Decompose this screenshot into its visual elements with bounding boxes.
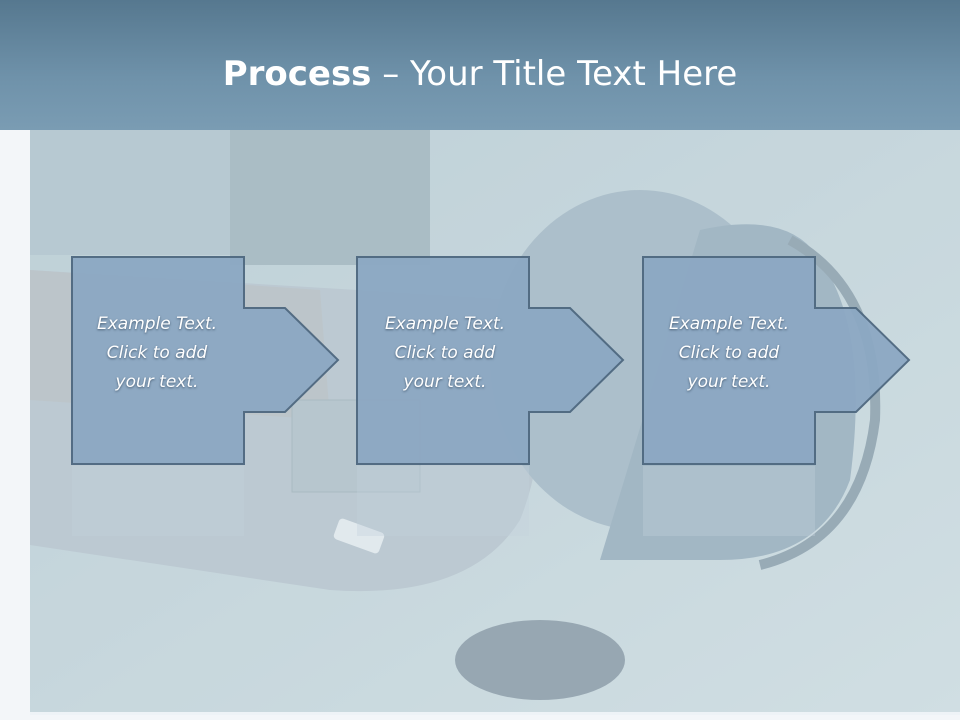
slide-title[interactable]: Process – Your Title Text Here [0,52,960,96]
step-2-line1: Example Text. [384,314,506,334]
step-3-line3: your text. [687,372,771,392]
step-1-line3: your text. [115,372,199,392]
step-3-line2: Click to add [678,343,780,363]
title-strong: Process [222,54,372,94]
step-2-shape[interactable] [356,256,625,465]
step-3-text[interactable]: Example Text. Click to add your text. [644,310,814,397]
header-band [0,0,960,130]
step-1-line2: Click to add [106,343,208,363]
step-2-text[interactable]: Example Text. Click to add your text. [360,310,530,397]
step-1-shape[interactable] [71,256,340,465]
step-1-text[interactable]: Example Text. Click to add your text. [72,310,242,397]
step-3-shape[interactable] [642,256,911,465]
step-2-line2: Click to add [394,343,496,363]
title-rest: – Your Title Text Here [371,54,738,94]
step-2-line3: your text. [403,372,487,392]
step-1-line1: Example Text. [96,314,218,334]
step-3-line1: Example Text. [668,314,790,334]
